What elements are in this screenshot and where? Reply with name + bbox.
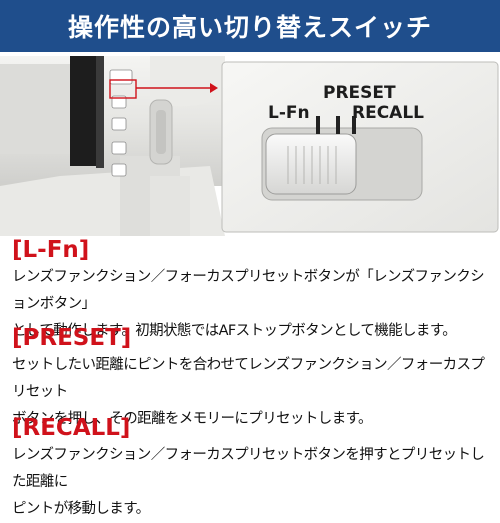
switch-panel-enlarged [221,61,499,233]
title-banner: 操作性の高い切り替えスイッチ [0,0,500,52]
focus-knob [149,99,173,165]
switch-label-preset: PRESET [323,83,396,103]
section-body-preset: セットしたい距離にピントを合わせてレンズファンクション／フォーカスプリセット ボ… [12,357,485,427]
section-recall: [RECALL] レンズファンクション／フォーカスプリセットボタンを押すとプリセ… [12,414,494,523]
section-heading-recall: [RECALL] [12,415,131,441]
callout-box [109,79,137,99]
switch-label-lfn: L-Fn [268,103,310,123]
section-heading-preset: [PRESET] [12,325,132,351]
section-heading-lfn: [L-Fn] [12,237,90,263]
section-lfn: [L-Fn] レンズファンクション／フォーカスプリセットボタンが「レンズファンク… [12,236,494,345]
section-preset: [PRESET] セットしたい距離にピントを合わせてレンズファンクション／フォー… [12,324,494,433]
page-title: 操作性の高い切り替えスイッチ [67,13,432,42]
section-body-recall: レンズファンクション／フォーカスプリセットボタンを押すとプリセットした距離に ピ… [12,447,485,517]
lens-illustration: L-Fn PRESET RECALL [0,56,499,236]
lens-switch-photo: L-Fn PRESET RECALL [0,56,500,236]
callout-arrow [210,83,218,93]
section-body-lfn: レンズファンクション／フォーカスプリセットボタンが「レンズファンクションボタン」… [12,269,485,339]
switch-label-recall: RECALL [352,103,424,123]
